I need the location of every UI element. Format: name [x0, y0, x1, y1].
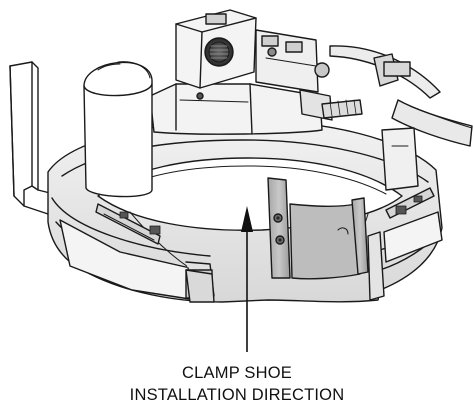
upper-housing	[149, 83, 323, 135]
right-side-block	[381, 127, 419, 191]
right-hose-handle	[329, 45, 473, 147]
caption-line-2: INSTALLATION DIRECTION	[129, 386, 345, 404]
gauge-motor	[175, 9, 257, 89]
right-slide-rails	[385, 187, 435, 219]
left-foot	[185, 269, 215, 303]
arrow-up-icon	[241, 206, 253, 352]
clamp-shoe	[267, 177, 369, 280]
caption-line-1: CLAMP SHOE	[182, 364, 292, 382]
left-slide-rails	[95, 203, 161, 245]
right-front-segment	[367, 211, 443, 301]
coil-spring	[321, 99, 363, 119]
left-drive-cylinder	[83, 61, 153, 198]
caption: CLAMP SHOE INSTALLATION DIRECTION	[0, 362, 474, 406]
